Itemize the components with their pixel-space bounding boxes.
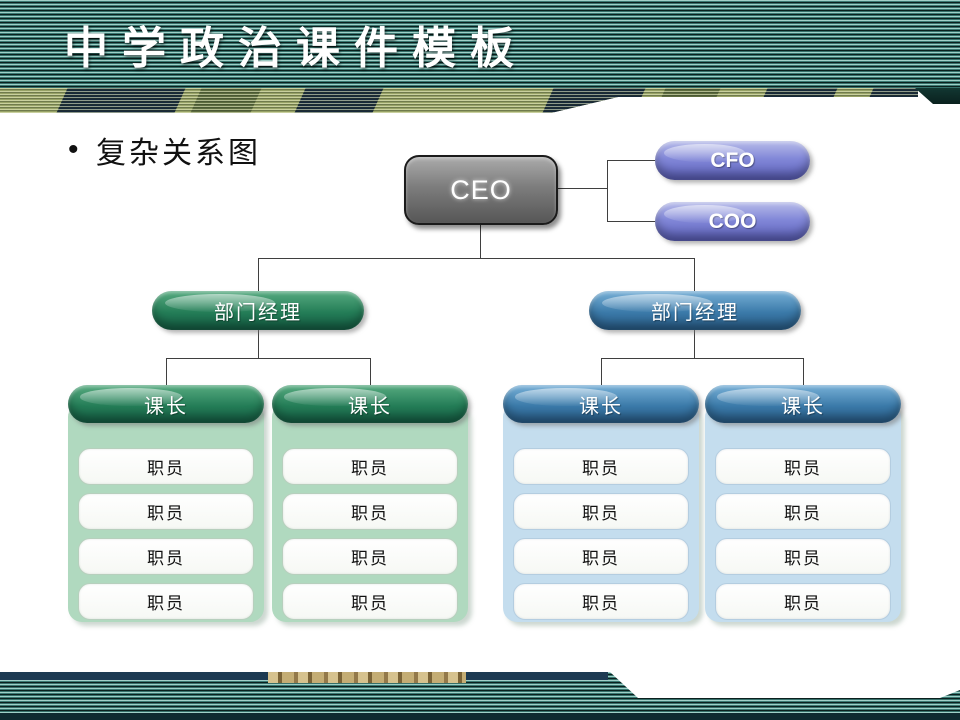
- connector-line: [607, 160, 608, 222]
- bullet-dot: •: [68, 133, 79, 166]
- camo-patch: [54, 88, 188, 113]
- staff-item: 职员: [513, 493, 689, 530]
- staff-label: 职员: [147, 549, 185, 568]
- connector-line: [694, 258, 695, 291]
- connector-line: [370, 358, 371, 385]
- org-group: 课长 职员 职员 职员 职员: [68, 385, 264, 622]
- org-group: 课长 职员 职员 职员 职员: [705, 385, 901, 622]
- staff-item: 职员: [282, 538, 458, 575]
- staff-label: 职员: [784, 459, 822, 478]
- staff-item: 职员: [282, 493, 458, 530]
- cfo-label: CFO: [710, 148, 755, 172]
- leader-pill: 课长: [68, 385, 264, 423]
- connector-line: [601, 358, 804, 359]
- connector-line: [554, 188, 608, 189]
- camo-patch: [652, 88, 723, 113]
- staff-list: 职员 职员 职员 职员: [282, 448, 458, 620]
- staff-label: 职员: [784, 549, 822, 568]
- bullet-text: 复杂关系图: [96, 137, 261, 170]
- footer-bottom-stripe: [0, 713, 960, 720]
- staff-label: 职员: [351, 504, 389, 523]
- ceo-node: CEO: [404, 155, 558, 225]
- cfo-node: CFO: [655, 141, 810, 180]
- connector-line: [258, 258, 695, 259]
- connector-line: [480, 223, 481, 258]
- connector-line: [258, 330, 259, 358]
- camo-patch: [292, 88, 386, 113]
- staff-item: 职员: [513, 448, 689, 485]
- staff-label: 职员: [351, 549, 389, 568]
- leader-pill: 课长: [503, 385, 699, 423]
- staff-item: 职员: [282, 583, 458, 620]
- manager-node-right: 部门经理: [589, 291, 801, 330]
- slide-title: 中学政治课件模板: [64, 24, 528, 73]
- staff-item: 职员: [513, 538, 689, 575]
- leader-label: 课长: [579, 395, 623, 418]
- header-corner-wedge: [915, 88, 960, 104]
- manager-node-left: 部门经理: [152, 291, 364, 330]
- staff-item: 职员: [715, 583, 891, 620]
- staff-list: 职员 职员 职员 职员: [715, 448, 891, 620]
- leader-label: 课长: [144, 395, 188, 418]
- staff-label: 职员: [351, 594, 389, 613]
- manager-label: 部门经理: [214, 302, 302, 324]
- staff-item: 职员: [715, 538, 891, 575]
- staff-label: 职员: [582, 459, 620, 478]
- staff-label: 职员: [582, 504, 620, 523]
- footer-white-notch: [610, 672, 960, 698]
- org-group: 课长 职员 职员 职员 职员: [272, 385, 468, 622]
- staff-label: 职员: [147, 504, 185, 523]
- staff-label: 职员: [147, 594, 185, 613]
- connector-line: [607, 221, 655, 222]
- camo-strip: [0, 88, 918, 113]
- staff-item: 职员: [715, 448, 891, 485]
- camo-patch: [540, 88, 648, 113]
- staff-item: 职员: [78, 583, 254, 620]
- footer-emblem: [268, 672, 466, 683]
- org-group: 课长 职员 职员 职员 职员: [503, 385, 699, 622]
- staff-item: 职员: [78, 538, 254, 575]
- header-band: 中学政治课件模板: [0, 0, 960, 88]
- leader-pill: 课长: [272, 385, 468, 423]
- camo-patch: [754, 88, 840, 113]
- staff-label: 职员: [784, 504, 822, 523]
- connector-line: [601, 358, 602, 385]
- connector-line: [607, 160, 655, 161]
- coo-label: COO: [708, 209, 757, 233]
- staff-label: 职员: [147, 459, 185, 478]
- manager-label: 部门经理: [651, 302, 739, 324]
- connector-line: [258, 258, 259, 291]
- staff-item: 职员: [78, 448, 254, 485]
- staff-item: 职员: [282, 448, 458, 485]
- staff-list: 职员 职员 职员 职员: [513, 448, 689, 620]
- staff-item: 职员: [78, 493, 254, 530]
- staff-label: 职员: [582, 594, 620, 613]
- connector-line: [166, 358, 167, 385]
- staff-label: 职员: [582, 549, 620, 568]
- staff-item: 职员: [715, 493, 891, 530]
- leader-label: 课长: [781, 395, 825, 418]
- connector-line: [694, 330, 695, 358]
- staff-list: 职员 职员 职员 职员: [78, 448, 254, 620]
- connector-line: [803, 358, 804, 385]
- ceo-label: CEO: [450, 174, 512, 205]
- connector-line: [166, 358, 371, 359]
- leader-label: 课长: [348, 395, 392, 418]
- coo-node: COO: [655, 202, 810, 241]
- staff-item: 职员: [513, 583, 689, 620]
- staff-label: 职员: [351, 459, 389, 478]
- staff-label: 职员: [784, 594, 822, 613]
- camo-patch: [188, 88, 264, 113]
- leader-pill: 课长: [705, 385, 901, 423]
